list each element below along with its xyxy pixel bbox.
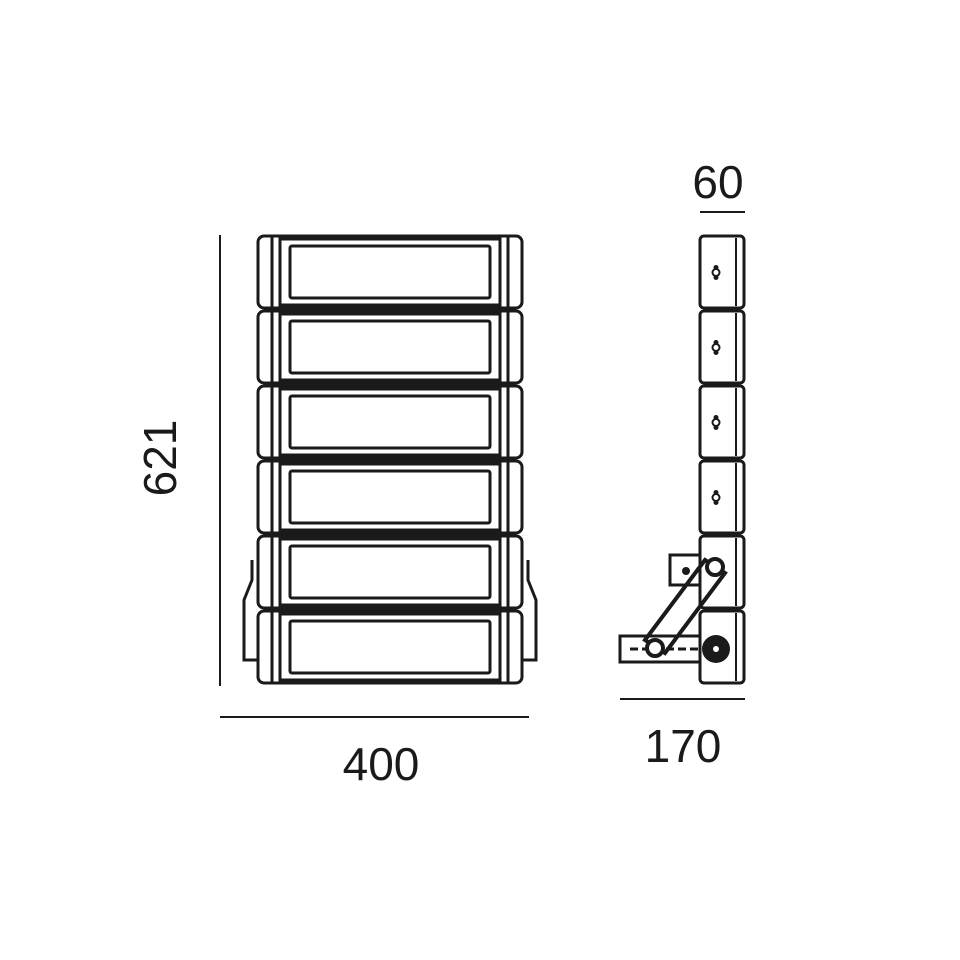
base-arm [618,634,702,664]
front-module [256,609,524,685]
right-bracket [522,560,538,662]
side-module [698,384,746,460]
module-housing [256,234,524,310]
module-frame [278,462,502,532]
side-module [698,234,746,310]
module-frame [278,387,502,457]
side-module-housing [698,459,746,535]
module-frame [278,537,502,607]
width-label: 400 [343,738,420,790]
side-module [698,459,746,535]
front-module [256,384,524,460]
led-lens-window [288,619,492,675]
side-screw [713,425,719,430]
side-screw [713,275,719,280]
side-module-housing [698,384,746,460]
front-module [256,459,524,535]
module-frame [278,312,502,382]
depth-label: 170 [645,720,722,772]
module-housing [256,309,524,385]
led-lens-window [288,394,492,450]
led-lens-window [288,244,492,300]
led-lens-window [288,544,492,600]
bracket-bolt [682,567,690,575]
module-frame [278,612,502,682]
pivot-bottom [645,638,665,658]
module-housing [256,534,524,610]
side-screw [713,500,719,505]
module-housing [256,609,524,685]
side-module-housing [698,234,746,310]
front-module [256,534,524,610]
left-bracket [242,560,258,662]
height-label: 621 [134,420,186,497]
module-housing [256,459,524,535]
module-housing [256,384,524,460]
led-lens-window [288,469,492,525]
body-depth-label: 60 [692,156,743,208]
front-view [242,234,538,685]
module-frame [278,237,502,307]
rotation-knob-center [713,646,719,652]
led-lens-window [288,319,492,375]
front-module [256,234,524,310]
side-view [618,234,746,685]
side-module [698,309,746,385]
side-module-housing [698,309,746,385]
pivot-top [705,557,725,577]
side-screw [713,350,719,355]
front-module [256,309,524,385]
